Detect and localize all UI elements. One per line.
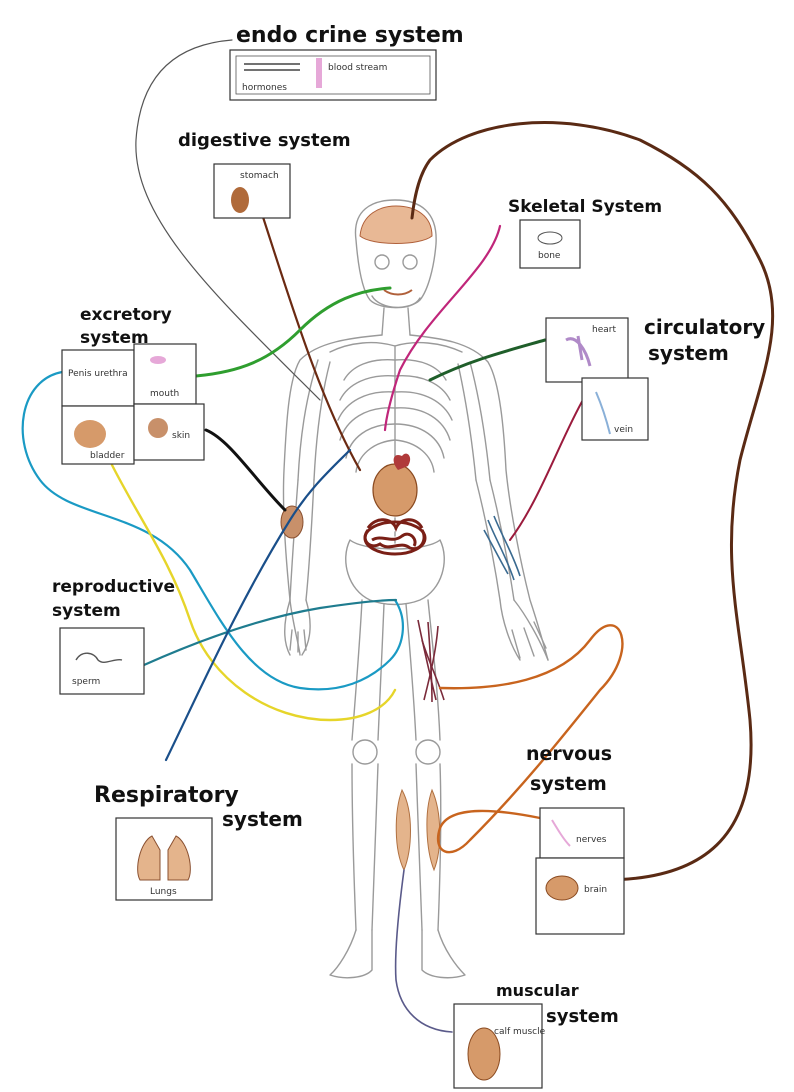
excretory-cards: Penis urethra mouth bladder skin xyxy=(62,344,204,464)
endocrine-note-hormones: hormones xyxy=(242,83,287,93)
endocrine-note-bloodstream: blood stream xyxy=(328,63,387,73)
heart-card: heart xyxy=(546,318,628,382)
respiratory-title-1: Respiratory xyxy=(94,783,239,808)
lungs-note: Lungs xyxy=(150,887,177,897)
respiratory-connector xyxy=(166,450,350,760)
digestive-connector xyxy=(262,214,360,470)
brain-note: brain xyxy=(584,885,607,895)
nervous-title-2: system xyxy=(530,773,607,795)
nervous-cards: nerves brain xyxy=(536,808,624,934)
sperm-card: sperm xyxy=(60,628,144,694)
left-foot xyxy=(330,930,372,978)
vein-card: vein xyxy=(582,378,648,440)
endocrine-card: hormones blood stream xyxy=(230,50,436,100)
endocrine-title: endo crine system xyxy=(236,23,464,48)
calf-muscle-on-leg xyxy=(396,790,410,870)
calf-muscle-note: calf muscle xyxy=(494,1027,546,1037)
reproductive-title-1: reproductive xyxy=(52,577,175,597)
eye-socket-left xyxy=(375,255,389,269)
right-femur xyxy=(406,600,440,740)
right-foot xyxy=(422,930,465,978)
vein-note: vein xyxy=(614,425,633,435)
reproductive-title-2: system xyxy=(52,601,121,621)
right-forearm xyxy=(476,480,514,600)
circulatory-title-1: circulatory xyxy=(644,315,765,339)
calf-muscle-card: calf muscle xyxy=(454,1004,546,1088)
eye-socket-right xyxy=(403,255,417,269)
muscular-connector xyxy=(396,870,452,1032)
left-knee xyxy=(353,740,377,764)
lungs-card: Lungs xyxy=(116,818,212,900)
muscular-title-2: system xyxy=(546,1006,619,1027)
respiratory-title-2: system xyxy=(222,807,303,831)
veins-on-arm xyxy=(484,516,520,580)
heart-note: heart xyxy=(592,325,616,335)
left-shin xyxy=(352,764,378,930)
excretory-green-connector xyxy=(196,288,390,376)
nervous-title-1: nervous xyxy=(526,743,612,765)
skin-note: skin xyxy=(172,431,190,441)
nerves-note: nerves xyxy=(576,835,607,845)
right-hand xyxy=(500,600,548,660)
circulatory-title-2: system xyxy=(648,341,729,365)
digestive-title: digestive system xyxy=(178,130,351,151)
right-knee xyxy=(416,740,440,764)
left-forearm xyxy=(290,480,314,600)
skeletal-title: Skeletal System xyxy=(508,197,662,217)
stomach-on-body xyxy=(373,464,417,516)
muscular-title-1: muscular xyxy=(496,981,579,1000)
human-skeleton-figure xyxy=(283,200,548,978)
calf-muscle-on-leg-2 xyxy=(427,790,440,870)
sperm-note: sperm xyxy=(72,677,100,687)
right-upper-arm xyxy=(458,362,490,480)
excretory-title-1: excretory xyxy=(80,305,172,325)
stomach-note: stomach xyxy=(240,171,279,181)
excretory-black-connector xyxy=(206,430,285,510)
clavicles xyxy=(330,343,462,352)
left-hand xyxy=(285,600,310,655)
bone-note: bone xyxy=(538,251,561,261)
pelvis xyxy=(346,540,445,605)
neck xyxy=(382,308,410,335)
penis-urethra-note: Penis urethra xyxy=(68,369,128,379)
skeletal-connector xyxy=(385,226,500,430)
circulatory-vein-connector xyxy=(510,398,584,540)
brain-on-head xyxy=(360,206,432,244)
mouth-on-head xyxy=(384,290,412,295)
bladder-note: bladder xyxy=(90,451,125,461)
organs xyxy=(281,206,520,870)
bone-card: bone xyxy=(520,220,580,268)
left-upper-arm xyxy=(298,360,330,480)
nervous-brown-connector xyxy=(412,123,773,880)
mouth-note: mouth xyxy=(150,389,179,399)
stomach-card: stomach xyxy=(214,164,290,218)
